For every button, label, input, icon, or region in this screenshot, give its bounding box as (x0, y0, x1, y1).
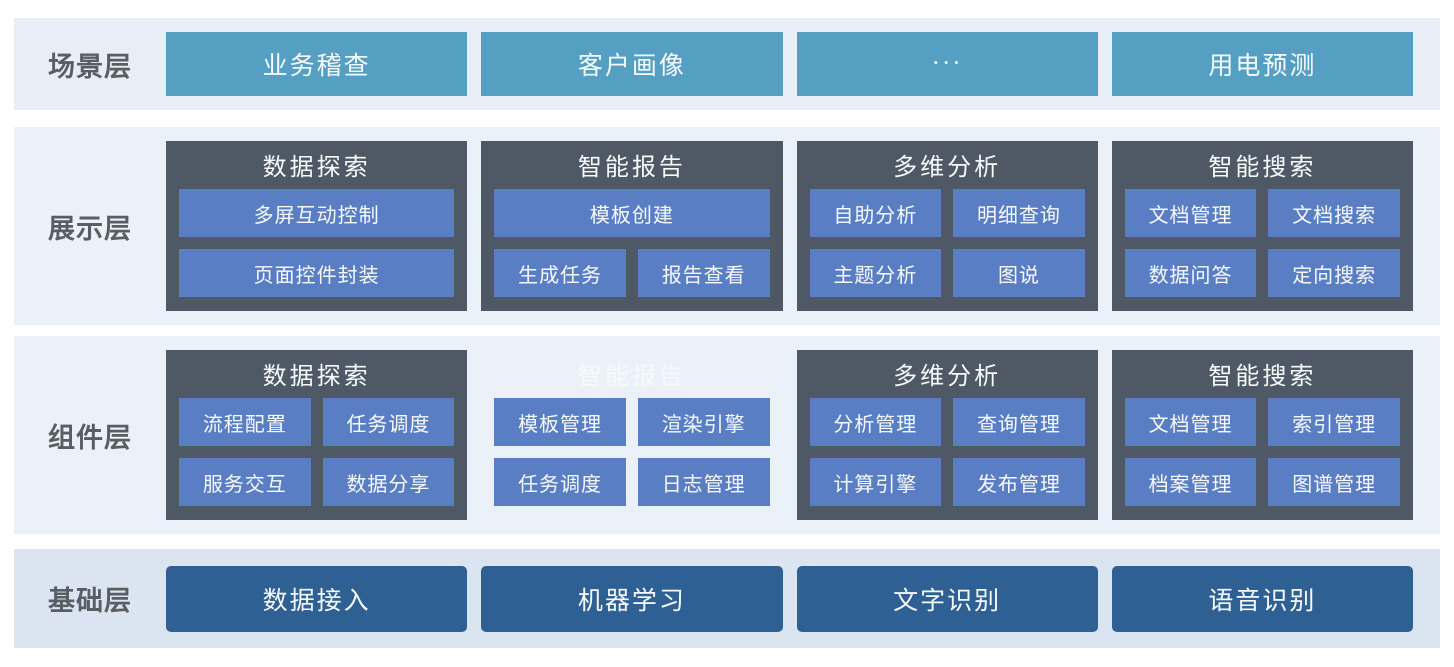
module-block: 文档搜索 (1268, 189, 1400, 237)
module-card-ghost: 智能报告 模板管理 渲染引擎 任务调度 日志管理 (481, 350, 782, 520)
module-card-row: 页面控件封装 (179, 249, 455, 297)
module-card-row: 生成任务 报告查看 (494, 249, 770, 297)
module-block: 档案管理 (1124, 458, 1257, 506)
module-block: 文档管理 (1124, 398, 1257, 446)
layer-label-scene: 场景层 (48, 51, 132, 82)
module-block: 渲染引擎 (637, 398, 770, 446)
display-layer-band: 展示层 数据探索 多屏互动控制 页面控件封装 智能报告 模板创建 (14, 127, 1440, 325)
component-layer-content: 数据探索 流程配置 任务调度 服务交互 数据分享 智能报告 模板管理 (166, 350, 1440, 520)
module-card-title: 智能报告 (577, 364, 686, 390)
module-card-row: 计算引擎 发布管理 (809, 458, 1085, 506)
module-card-row: 模板管理 渲染引擎 (494, 398, 770, 446)
module-card-title: 多维分析 (893, 364, 1002, 390)
scene-block-ellipsis: ··· (796, 32, 1098, 96)
module-card-row: 模板创建 (494, 189, 770, 237)
module-block: 图说 (953, 249, 1085, 297)
module-card: 数据探索 流程配置 任务调度 服务交互 数据分享 (166, 350, 468, 520)
scene-layer-content: 业务稽查 客户画像 ··· 用电预测 (166, 32, 1440, 96)
layer-label-component: 组件层 (48, 422, 132, 453)
module-block: 模板管理 (494, 398, 626, 446)
scene-layer-band: 场景层 业务稽查 客户画像 ··· 用电预测 (14, 18, 1440, 110)
scene-block: 客户画像 (481, 32, 783, 96)
module-block: 自助分析 (809, 189, 942, 237)
module-block: 主题分析 (809, 249, 942, 297)
module-card-rows: 文档管理 文档搜索 数据问答 定向搜索 (1124, 189, 1400, 297)
module-card: 多维分析 分析管理 查询管理 计算引擎 发布管理 (796, 350, 1098, 520)
display-layer-content: 数据探索 多屏互动控制 页面控件封装 智能报告 模板创建 (166, 141, 1440, 311)
module-block: 报告查看 (637, 249, 770, 297)
module-block: 任务调度 (494, 458, 626, 506)
module-card-row: 自助分析 明细查询 (809, 189, 1085, 237)
scene-block: 用电预测 (1111, 32, 1413, 96)
module-card-row: 档案管理 图谱管理 (1124, 458, 1400, 506)
foundation-block: 文字识别 (796, 565, 1098, 632)
module-card-rows: 模板管理 渲染引擎 任务调度 日志管理 (494, 398, 770, 506)
foundation-layer-band: 基础层 数据接入 机器学习 文字识别 语音识别 (14, 549, 1440, 648)
module-block: 数据问答 (1124, 249, 1257, 297)
module-card: 多维分析 自助分析 明细查询 主题分析 图说 (796, 141, 1098, 311)
module-card-row: 流程配置 任务调度 (179, 398, 455, 446)
module-card-title: 数据探索 (262, 155, 371, 181)
foundation-block: 机器学习 (481, 565, 783, 632)
module-card-row: 分析管理 查询管理 (809, 398, 1085, 446)
module-card-rows: 流程配置 任务调度 服务交互 数据分享 (179, 398, 455, 506)
module-block: 明细查询 (953, 189, 1085, 237)
module-card: 智能搜索 文档管理 文档搜索 数据问答 定向搜索 (1111, 141, 1413, 311)
module-card-title: 智能搜索 (1208, 155, 1317, 181)
module-block: 计算引擎 (809, 458, 942, 506)
layer-label-display: 展示层 (48, 213, 132, 244)
module-card-title: 智能报告 (577, 155, 686, 181)
module-block: 多屏互动控制 (179, 189, 455, 237)
module-card-row: 多屏互动控制 (179, 189, 455, 237)
module-card-rows: 多屏互动控制 页面控件封装 (179, 189, 455, 297)
module-card-row: 文档管理 文档搜索 (1124, 189, 1400, 237)
module-block: 模板创建 (494, 189, 770, 237)
module-card-row: 文档管理 索引管理 (1124, 398, 1400, 446)
module-block: 分析管理 (809, 398, 942, 446)
module-card-rows: 文档管理 索引管理 档案管理 图谱管理 (1124, 398, 1400, 506)
module-card-title: 数据探索 (262, 364, 371, 390)
module-block: 生成任务 (494, 249, 626, 297)
module-block: 日志管理 (637, 458, 770, 506)
layer-label-foundation: 基础层 (48, 586, 132, 616)
module-card-row: 数据问答 定向搜索 (1124, 249, 1400, 297)
module-card: 智能报告 模板创建 生成任务 报告查看 (481, 141, 783, 311)
module-block: 流程配置 (179, 398, 311, 446)
module-block: 数据分享 (322, 458, 455, 506)
module-block: 服务交互 (179, 458, 311, 506)
foundation-layer-content: 数据接入 机器学习 文字识别 语音识别 (166, 565, 1440, 632)
module-block: 页面控件封装 (179, 249, 455, 297)
module-card-title: 多维分析 (893, 155, 1002, 181)
module-block: 定向搜索 (1268, 249, 1400, 297)
module-block: 图谱管理 (1268, 458, 1400, 506)
module-card: 数据探索 多屏互动控制 页面控件封装 (166, 141, 468, 311)
module-block: 任务调度 (322, 398, 455, 446)
component-layer-band: 组件层 数据探索 流程配置 任务调度 服务交互 数据分享 智能报告 (14, 336, 1440, 534)
module-card-rows: 模板创建 生成任务 报告查看 (494, 189, 770, 297)
foundation-block: 语音识别 (1111, 565, 1413, 632)
module-block: 查询管理 (953, 398, 1085, 446)
module-card-rows: 分析管理 查询管理 计算引擎 发布管理 (809, 398, 1085, 506)
module-block: 发布管理 (953, 458, 1085, 506)
module-card-rows: 自助分析 明细查询 主题分析 图说 (809, 189, 1085, 297)
scene-block: 业务稽查 (166, 32, 468, 96)
module-card-row: 主题分析 图说 (809, 249, 1085, 297)
module-block: 索引管理 (1268, 398, 1400, 446)
module-card-title: 智能搜索 (1208, 364, 1317, 390)
foundation-block: 数据接入 (166, 565, 468, 632)
module-card: 智能搜索 文档管理 索引管理 档案管理 图谱管理 (1111, 350, 1413, 520)
module-block: 文档管理 (1124, 189, 1257, 237)
module-card-row: 服务交互 数据分享 (179, 458, 455, 506)
module-card-row: 任务调度 日志管理 (494, 458, 770, 506)
